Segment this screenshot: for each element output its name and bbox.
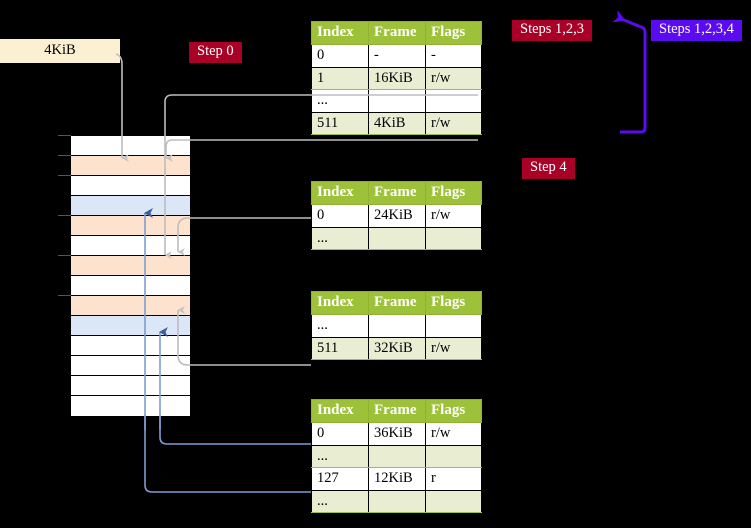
connector-grid-to-pt-0 xyxy=(159,415,311,445)
table-cell: 511 xyxy=(311,111,369,135)
memory-row xyxy=(71,216,190,236)
table-cell xyxy=(425,226,482,250)
table-row: ... xyxy=(311,226,482,250)
memory-row xyxy=(71,176,190,196)
table-cell xyxy=(425,89,482,113)
table-cell: r/w xyxy=(425,66,482,90)
table-cell: ... xyxy=(311,489,369,513)
memory-row xyxy=(71,376,190,396)
memory-row xyxy=(71,316,190,336)
table-cell: r/w xyxy=(425,111,482,135)
memory-tick xyxy=(58,175,71,176)
column-header-flags: Flags xyxy=(425,399,482,423)
table-row: ... xyxy=(311,89,482,113)
column-header-frame: Frame xyxy=(368,21,426,45)
memory-tick xyxy=(58,255,71,256)
purple-bracket-arrow xyxy=(612,10,647,134)
table-row: ... xyxy=(311,314,482,338)
memory-row xyxy=(71,336,190,356)
table-cell: r/w xyxy=(425,422,482,446)
connector-pml4-511-to-grid xyxy=(165,139,478,162)
table-cell: ... xyxy=(311,226,369,250)
frame-size-label-4kib: 4KiB xyxy=(0,39,120,63)
table-cell: r/w xyxy=(425,336,482,360)
steps-1234-badge: Steps 1,2,3,4 xyxy=(651,20,742,41)
table-cell: 16KiB xyxy=(368,66,426,90)
memory-tick xyxy=(58,155,71,156)
table-cell: 0 xyxy=(311,44,369,68)
column-header-flags: Flags xyxy=(425,21,482,45)
table-cell: - xyxy=(425,44,482,68)
table-cell: ... xyxy=(311,314,369,338)
table-cell: 12KiB xyxy=(368,467,426,491)
column-header-flags: Flags xyxy=(425,291,482,315)
memory-row xyxy=(71,256,190,276)
memory-row xyxy=(71,136,190,156)
table-cell xyxy=(368,444,426,468)
steps-123-badge: Steps 1,2,3 xyxy=(512,20,593,41)
column-header-index: Index xyxy=(311,181,369,205)
table-cell: 32KiB xyxy=(368,336,426,360)
table-cell xyxy=(425,444,482,468)
memory-row xyxy=(71,296,190,316)
memory-row xyxy=(71,236,190,256)
memory-tick xyxy=(58,215,71,216)
memory-row xyxy=(71,356,190,376)
table-cell: r/w xyxy=(425,204,482,228)
table-cell xyxy=(425,314,482,338)
connector-grid-to-pd xyxy=(177,306,311,366)
table-cell: 36KiB xyxy=(368,422,426,446)
table-cell: 1 xyxy=(311,66,369,90)
table-cell xyxy=(368,314,426,338)
table-cell: 511 xyxy=(311,336,369,360)
table-cell xyxy=(368,89,426,113)
column-header-index: Index xyxy=(311,21,369,45)
table-cell: 0 xyxy=(311,204,369,228)
step-0-badge: Step 0 xyxy=(189,42,242,63)
table-cell xyxy=(368,489,426,513)
memory-row xyxy=(71,196,190,216)
table-cell: 127 xyxy=(311,467,369,491)
table-cell: r xyxy=(425,467,482,491)
connector-grid-to-pt-127 xyxy=(144,415,311,493)
memory-tick xyxy=(58,135,71,136)
table-row: ... xyxy=(311,444,482,468)
column-header-frame: Frame xyxy=(368,399,426,423)
memory-row xyxy=(71,396,190,416)
memory-row xyxy=(71,156,190,176)
column-header-index: Index xyxy=(311,399,369,423)
column-header-index: Index xyxy=(311,291,369,315)
column-header-frame: Frame xyxy=(368,181,426,205)
memory-tick xyxy=(58,295,71,296)
table-cell xyxy=(425,489,482,513)
table-cell: - xyxy=(368,44,426,68)
table-cell: 0 xyxy=(311,422,369,446)
connector-grid-to-pdpt xyxy=(177,217,311,256)
column-header-frame: Frame xyxy=(368,291,426,315)
step-4-badge: Step 4 xyxy=(522,158,575,179)
table-cell: 24KiB xyxy=(368,204,426,228)
table-cell: 4KiB xyxy=(368,111,426,135)
table-row: ... xyxy=(311,489,482,513)
table-row: 0-- xyxy=(311,44,482,68)
table-cell xyxy=(368,226,426,250)
table-cell: ... xyxy=(311,444,369,468)
memory-row xyxy=(71,276,190,296)
column-header-flags: Flags xyxy=(425,181,482,205)
table-cell: ... xyxy=(311,89,369,113)
physical-memory-grid xyxy=(70,135,191,416)
